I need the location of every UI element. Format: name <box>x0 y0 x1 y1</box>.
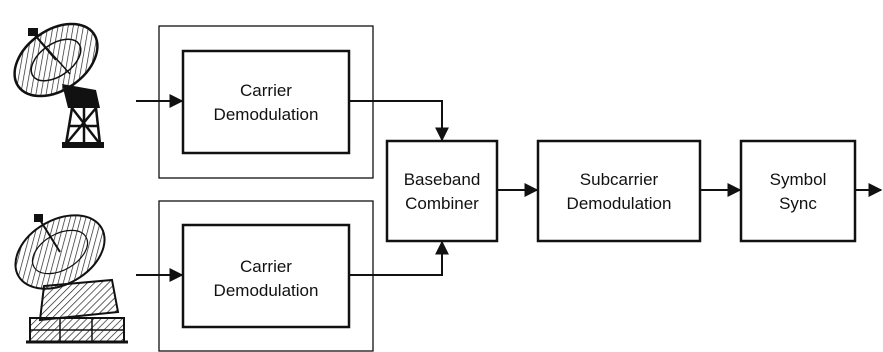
baseband-combiner-block: Baseband Combiner <box>385 139 499 243</box>
block-label-line2: Demodulation <box>567 194 672 213</box>
carrier-demodulation-top-block: Carrier Demodulation <box>181 49 351 155</box>
carrier-demodulation-bottom-block: Carrier Demodulation <box>181 223 351 329</box>
arrow-carrier-top-to-combiner <box>349 100 449 142</box>
block-label-line1: Carrier <box>240 257 292 276</box>
arrow-carrier-bottom-to-combiner <box>349 240 449 276</box>
block-label-line1: Symbol <box>770 170 827 189</box>
block-label-line1: Baseband <box>404 170 481 189</box>
block-label-line2: Combiner <box>405 194 479 213</box>
symbol-sync-block: Symbol Sync <box>739 139 857 243</box>
block-label-line1: Subcarrier <box>580 170 659 189</box>
satellite-dish-icon <box>14 214 128 344</box>
block-label-line2: Demodulation <box>214 281 319 300</box>
satellite-dish-icon <box>13 22 104 148</box>
bottom-antenna-icon <box>14 214 128 344</box>
block-label-line2: Sync <box>779 194 817 213</box>
block-label-line2: Demodulation <box>214 105 319 124</box>
top-antenna-icon <box>13 22 104 148</box>
block-label-line1: Carrier <box>240 81 292 100</box>
subcarrier-demodulation-block: Subcarrier Demodulation <box>536 139 702 243</box>
